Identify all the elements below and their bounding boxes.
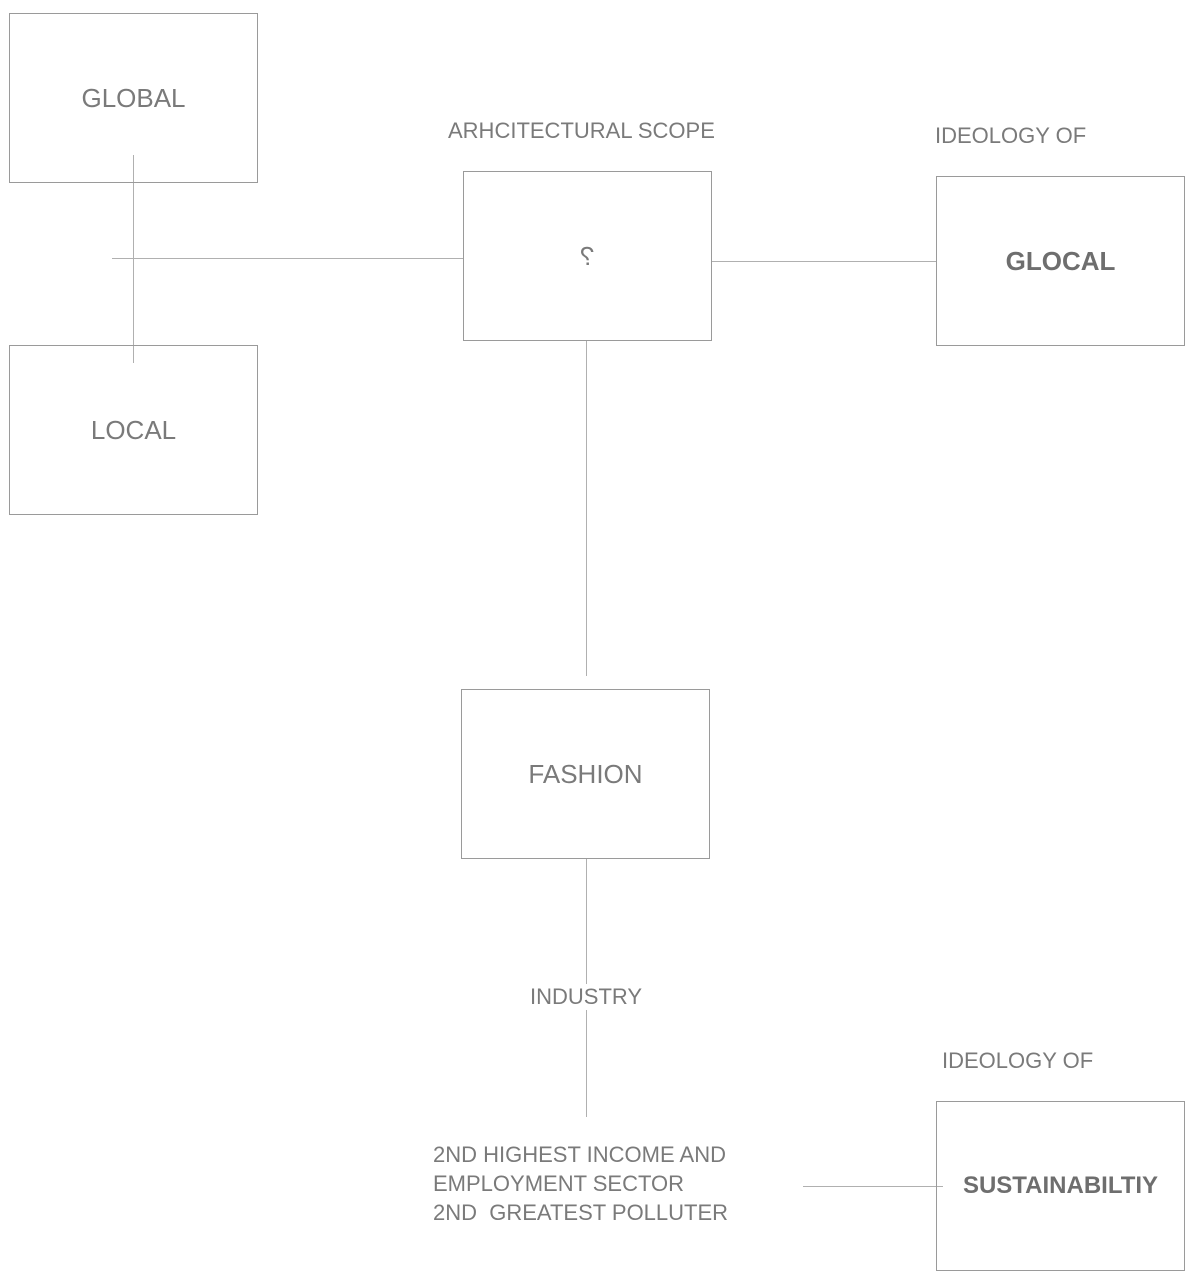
- label-ideology-sustainability: IDEOLOGY OF: [942, 1048, 1094, 1073]
- fact-line: 2ND HIGHEST INCOME AND: [433, 1142, 726, 1167]
- node-sustainability: SUSTAINABILTIY: [936, 1101, 1185, 1271]
- node-global-label: GLOBAL: [81, 82, 186, 113]
- node-fashion-label: FASHION: [528, 758, 643, 789]
- node-fashion: FASHION: [461, 689, 710, 859]
- node-local: LOCAL: [9, 345, 258, 515]
- facts-text: 2ND HIGHEST INCOME AND EMPLOYMENT SECTOR…: [433, 1140, 728, 1227]
- node-local-label: LOCAL: [90, 414, 177, 445]
- label-ideology-glocal: IDEOLOGY OF: [935, 123, 1087, 148]
- node-center: ?: [463, 171, 712, 341]
- connector-center-glocal: [711, 261, 936, 262]
- fact-line: EMPLOYMENT SECTOR: [433, 1171, 685, 1196]
- node-center-label: ?: [580, 240, 595, 271]
- node-global: GLOBAL: [9, 13, 258, 183]
- label-architectural-scope: ARHCITECTURAL SCOPE: [448, 118, 715, 143]
- connector-global-local: [133, 155, 134, 363]
- label-industry: INDUSTRY: [530, 984, 643, 1010]
- connector-center-fashion: [586, 340, 587, 676]
- node-glocal: GLOCAL: [936, 176, 1185, 346]
- fact-line: 2ND GREATEST POLLUTER: [433, 1200, 729, 1225]
- connector-to-center: [112, 258, 463, 259]
- node-sustainability-label: SUSTAINABILTIY: [962, 1172, 1159, 1199]
- connector-facts-sustainability: [803, 1186, 943, 1187]
- node-glocal-label: GLOCAL: [1005, 245, 1116, 276]
